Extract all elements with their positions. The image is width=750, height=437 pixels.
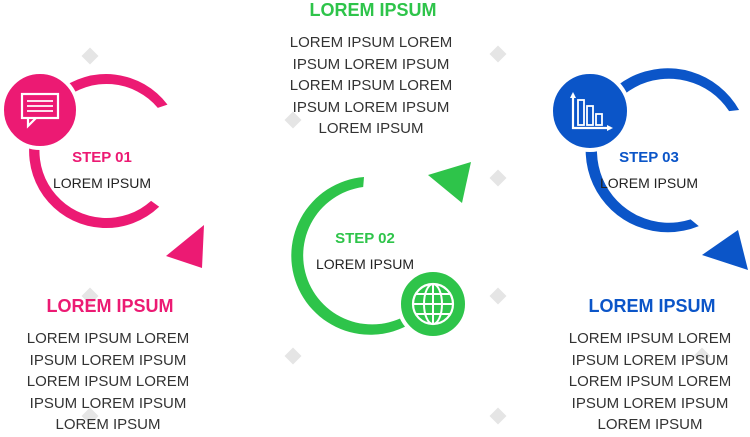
bar-chart-icon (570, 92, 613, 131)
step-03-label: STEP 03 (619, 149, 679, 166)
body-line: IPSUM LOREM IPSUM (571, 351, 729, 369)
step-01-sub: LOREM IPSUM (52, 175, 151, 191)
body-line: LOREM IPSUM LOREM (289, 77, 453, 94)
globe-icon (411, 282, 455, 326)
step-02-arrowhead (428, 162, 471, 203)
block-body-step-01: LOREM IPSUM LOREM IPSUM LOREM IPSUM LORE… (13, 328, 203, 436)
chat-icon (20, 92, 60, 129)
body-line: LOREM IPSUM LOREM (26, 330, 190, 347)
step-03-arrowhead (702, 230, 748, 270)
body-line: LOREM IPSUM (55, 416, 161, 433)
body-line: IPSUM LOREM IPSUM (29, 394, 187, 412)
step-02-icon-circle (397, 268, 469, 340)
block-body-step-03: LOREM IPSUM LOREM IPSUM LOREM IPSUM LORE… (555, 328, 745, 436)
block-title-step-03: LOREM IPSUM (588, 296, 716, 316)
body-line: IPSUM LOREM IPSUM (292, 55, 450, 73)
body-line: IPSUM LOREM IPSUM (292, 98, 450, 116)
step-01-label: STEP 01 (72, 149, 132, 166)
step-02-sub: LOREM IPSUM (315, 256, 414, 272)
body-line: LOREM IPSUM LOREM (26, 373, 190, 390)
step-02-label: STEP 02 (335, 230, 395, 247)
body-line: LOREM IPSUM LOREM (568, 373, 732, 390)
body-line: IPSUM LOREM IPSUM (29, 351, 187, 369)
block-title-step-02: LOREM IPSUM (309, 0, 437, 20)
body-line: LOREM IPSUM (318, 120, 424, 137)
step-01-arrowhead (166, 225, 204, 268)
body-line: LOREM IPSUM (597, 416, 703, 433)
body-line: IPSUM LOREM IPSUM (571, 394, 729, 412)
block-title-step-01: LOREM IPSUM (46, 296, 174, 316)
body-line: LOREM IPSUM LOREM (289, 34, 453, 51)
step-01-icon-circle (0, 70, 80, 150)
block-body-step-02: LOREM IPSUM LOREM IPSUM LOREM IPSUM LORE… (276, 32, 466, 140)
step-03-icon-circle (549, 70, 631, 152)
body-line: LOREM IPSUM LOREM (568, 330, 732, 347)
step-03-sub: LOREM IPSUM (599, 175, 698, 191)
